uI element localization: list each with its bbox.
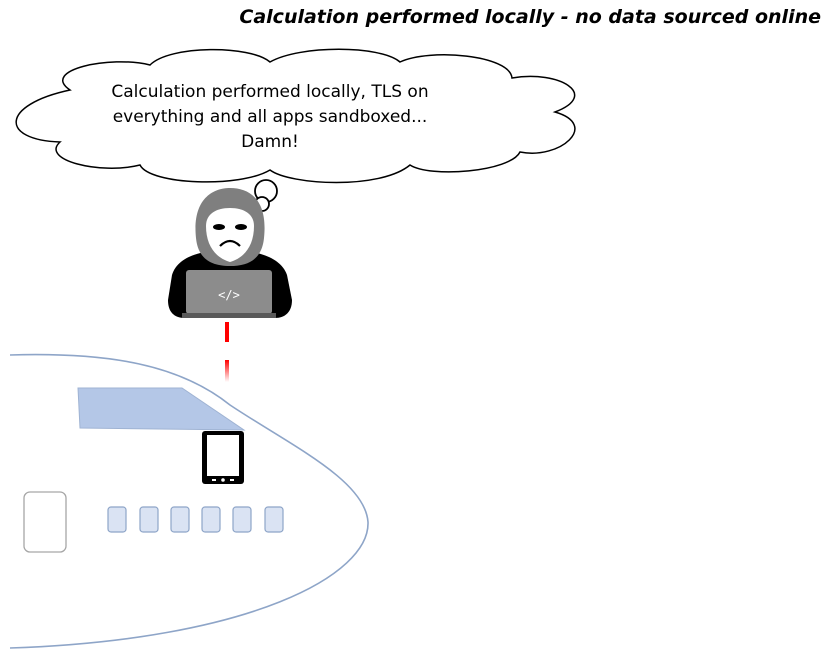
cabin-door: [23, 491, 67, 553]
laptop-icon: </>: [182, 270, 276, 318]
passenger-window: [201, 506, 221, 533]
laptop-code-label: </>: [218, 288, 240, 302]
thought-text: Calculation performed locally, TLS on ev…: [80, 80, 460, 155]
interception-link: [225, 322, 229, 382]
thought-line: Calculation performed locally, TLS on: [111, 82, 429, 102]
passenger-window: [264, 506, 284, 533]
passenger-window: [170, 506, 190, 533]
headline: Calculation performed locally - no data …: [239, 6, 821, 28]
passenger-window: [139, 506, 159, 533]
passenger-window: [232, 506, 252, 533]
tablet-icon: [202, 431, 244, 484]
fuselage-outline: [9, 353, 369, 649]
cockpit-window: [77, 387, 246, 431]
passenger-window: [107, 506, 127, 533]
thought-line: everything and all apps sandboxed...: [112, 107, 428, 127]
thought-line: Damn!: [241, 132, 299, 152]
passenger-windows: [107, 506, 284, 533]
